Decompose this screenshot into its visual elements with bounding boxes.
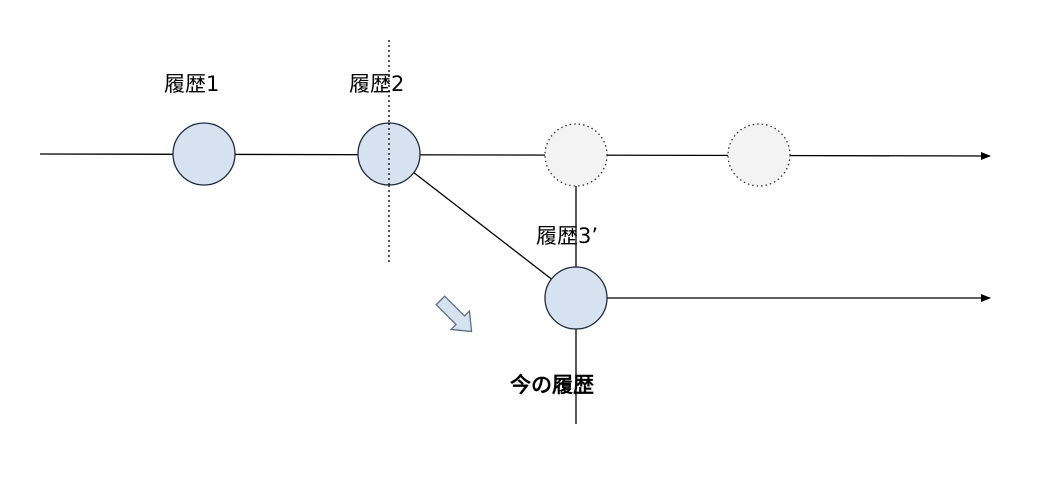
history3-prime-label: 履歴3’ — [536, 224, 598, 248]
history2-label: 履歴2 — [349, 72, 404, 96]
current-history-label: 今の履歴 — [510, 373, 594, 397]
history1-node — [172, 122, 236, 186]
history1-label: 履歴1 — [164, 72, 219, 96]
down-right-arrow-icon — [435, 295, 473, 333]
ghost-node-1 — [544, 123, 608, 187]
branch-connector — [412, 171, 555, 282]
ghost-node-2 — [727, 123, 791, 187]
history3-prime-node — [544, 266, 608, 330]
